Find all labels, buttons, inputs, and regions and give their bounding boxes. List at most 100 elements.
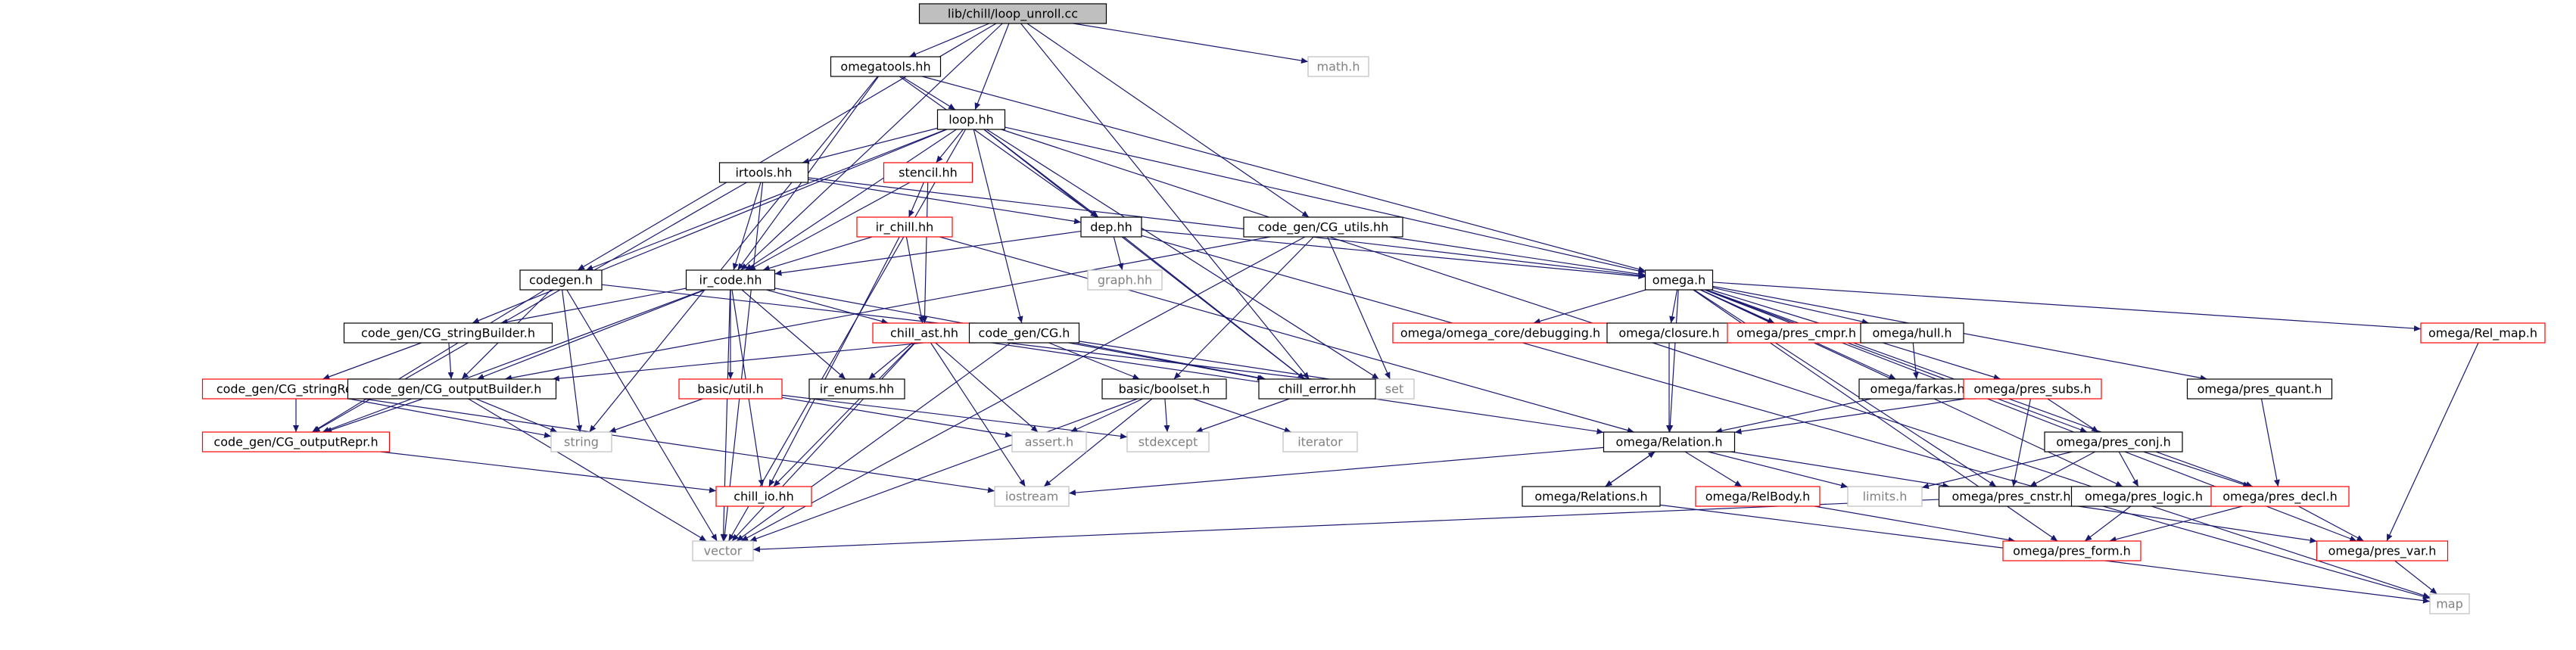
edge-relation-to-pres_cnstr — [1730, 451, 1950, 489]
edge-pres_logic-to-pres_form — [2084, 505, 2132, 542]
node-omega[interactable]: omega.h — [1644, 269, 1714, 291]
node-farkas[interactable]: omega/farkas.h — [1858, 378, 1976, 400]
edge-codegen-to-vector — [566, 289, 718, 542]
edge-irtools-to-dep — [808, 179, 1082, 225]
edge-chill_error-to-stdexcept — [1195, 398, 1290, 433]
node-stdexcept: stdexcept — [1126, 431, 1210, 453]
node-debugging[interactable]: omega/omega_core/debugging.h — [1392, 322, 1609, 344]
node-pres_cnstr[interactable]: omega/pres_cnstr.h — [1938, 486, 2085, 507]
node-iostream: iostream — [994, 486, 1070, 507]
edge-loop-to-set — [986, 129, 1379, 380]
node-ir_chill[interactable]: ir_chill.hh — [856, 216, 953, 238]
edge-cg_stringbuilder-to-cg_outputbuilder — [447, 342, 454, 380]
edge-root-to-omegatools — [908, 23, 990, 58]
edge-cg-to-vector — [736, 342, 1011, 542]
node-basic_boolset[interactable]: basic/boolset.h — [1101, 378, 1227, 400]
node-cg_stringbuilder[interactable]: code_gen/CG_stringBuilder.h — [343, 322, 553, 344]
node-rel_map[interactable]: omega/Rel_map.h — [2420, 322, 2546, 344]
edge-cg_outputrepr-to-chill_io — [380, 451, 717, 493]
edge-ir_code-to-cg_outputrepr — [322, 289, 705, 433]
edge-cg_stringrepr-to-iostream — [363, 398, 995, 493]
node-ir_code[interactable]: ir_code.hh — [685, 269, 776, 291]
edge-cg-to-cg_outputbuilder — [552, 337, 970, 382]
edge-loop-to-ir_code — [745, 129, 957, 271]
edge-pres_decl-to-pres_var — [2298, 505, 2364, 542]
node-label-pres_form: omega/pres_form.h — [2013, 544, 2131, 559]
node-closure[interactable]: omega/closure.h — [1606, 322, 1732, 344]
edge-pres_var-to-map — [2394, 560, 2437, 595]
node-cg_utils[interactable]: code_gen/CG_utils.hh — [1243, 216, 1403, 238]
node-relbody[interactable]: omega/RelBody.h — [1695, 486, 1821, 507]
node-box-pres_subs — [1963, 378, 2102, 400]
node-box-relations — [1522, 486, 1661, 507]
edge-relation-to-limits — [1708, 451, 1849, 489]
node-label-farkas: omega/farkas.h — [1870, 382, 1965, 397]
node-label-relbody: omega/RelBody.h — [1705, 490, 1811, 504]
node-pres_logic[interactable]: omega/pres_logic.h — [2070, 486, 2217, 507]
node-basic_util[interactable]: basic/util.h — [678, 378, 783, 400]
node-pres_quant[interactable]: omega/pres_quant.h — [2186, 378, 2333, 400]
node-label-pres_decl: omega/pres_decl.h — [2222, 490, 2338, 505]
node-loop[interactable]: loop.hh — [936, 109, 1006, 130]
node-chill_ast[interactable]: chill_ast.hh — [872, 322, 977, 344]
edge-chill_ast-to-assert — [935, 342, 1039, 433]
edge-cg_outputbuilder-to-vector — [468, 398, 707, 542]
edge-rel_map-to-pres_var — [2386, 342, 2479, 542]
node-relations[interactable]: omega/Relations.h — [1522, 486, 1661, 507]
node-box-hull — [1860, 322, 1964, 344]
node-pres_decl[interactable]: omega/pres_decl.h — [2210, 486, 2350, 507]
edge-irtools-to-omega — [808, 177, 1646, 278]
node-assert: assert.h — [1011, 431, 1087, 453]
node-omegatools[interactable]: omegatools.hh — [830, 56, 942, 77]
node-box-cg_stringbuilder — [343, 322, 553, 344]
node-dep[interactable]: dep.hh — [1080, 216, 1142, 238]
edge-pres_conj-to-limits — [1921, 451, 2073, 490]
edge-pres_subs-to-pres_cnstr — [2011, 398, 2032, 487]
node-cg[interactable]: code_gen/CG.h — [968, 322, 1080, 344]
edge-cg_outputbuilder-to-cg_outputrepr — [325, 398, 423, 433]
edge-basic_boolset-to-vector — [749, 398, 1138, 542]
node-pres_cmpr[interactable]: omega/pres_cmpr.h — [1727, 322, 1866, 344]
node-label-omega: omega.h — [1652, 273, 1705, 288]
node-ir_enums[interactable]: ir_enums.hh — [808, 378, 905, 400]
node-label-stdexcept: stdexcept — [1138, 435, 1198, 449]
node-label-set: set — [1385, 382, 1403, 397]
node-irtools[interactable]: irtools.hh — [718, 162, 809, 183]
node-codegen[interactable]: codegen.h — [519, 269, 603, 291]
node-box-cg — [968, 322, 1080, 344]
edge-dep-to-chill_error — [1123, 236, 1305, 380]
node-box-debugging — [1392, 322, 1609, 344]
edge-pres_conj-to-pres_decl — [2143, 451, 2250, 488]
edge-cg_utils-to-basic_boolset — [1173, 236, 1314, 380]
edge-ir_code-to-chill_ast — [766, 289, 889, 325]
node-box-pres_conj — [2044, 431, 2183, 453]
node-chill_io[interactable]: chill_io.hh — [715, 486, 812, 507]
node-pres_form[interactable]: omega/pres_form.h — [2002, 540, 2141, 561]
node-label-pres_logic: omega/pres_logic.h — [2085, 490, 2203, 505]
node-hull[interactable]: omega/hull.h — [1860, 322, 1964, 344]
node-cg_outputrepr[interactable]: code_gen/CG_outputRepr.h — [201, 431, 391, 453]
node-label-irtools: irtools.hh — [735, 166, 792, 180]
node-stencil[interactable]: stencil.hh — [883, 162, 973, 183]
node-pres_subs[interactable]: omega/pres_subs.h — [1963, 378, 2102, 400]
node-relation[interactable]: omega/Relation.h — [1603, 431, 1736, 453]
node-label-basic_util: basic/util.h — [697, 382, 763, 397]
node-label-cg_stringrepr: code_gen/CG_stringRepr.h — [216, 382, 375, 397]
node-box-relbody — [1695, 486, 1821, 507]
node-pres_conj[interactable]: omega/pres_conj.h — [2044, 431, 2183, 453]
node-label-chill_error: chill_error.hh — [1279, 382, 1357, 397]
node-label-math: math.h — [1316, 60, 1360, 74]
edge-omega-to-debugging — [1533, 289, 1646, 325]
node-label-cg_utils: code_gen/CG_utils.hh — [1258, 220, 1389, 235]
edge-codegen-to-cg_outputrepr — [311, 289, 546, 433]
node-box-stencil — [883, 162, 973, 183]
node-pres_var[interactable]: omega/pres_var.h — [2316, 540, 2449, 561]
edge-cg-to-basic_boolset — [1048, 342, 1140, 380]
edge-stencil-to-ir_code — [748, 182, 911, 271]
node-chill_error[interactable]: chill_error.hh — [1258, 378, 1376, 400]
edge-pres_conj-to-pres_cnstr — [2029, 451, 2095, 487]
edge-loop-to-irtools — [802, 127, 938, 164]
edge-hull-to-farkas — [1912, 342, 1919, 380]
edge-relation-to-iostream — [1068, 446, 1604, 496]
node-cg_outputbuilder[interactable]: code_gen/CG_outputBuilder.h — [347, 378, 557, 400]
